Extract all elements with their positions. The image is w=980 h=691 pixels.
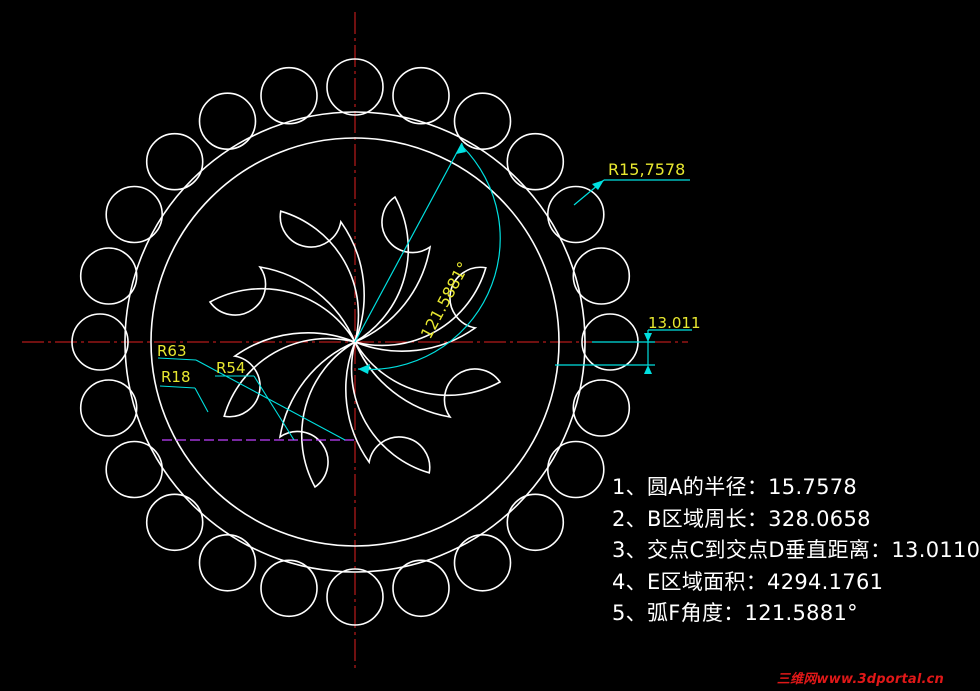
small-circle: [546, 185, 605, 244]
watermark: 三维网www.3dportal.cn: [776, 672, 944, 687]
small-circle: [572, 247, 631, 305]
small-circle: [572, 379, 631, 437]
small-circle: [453, 92, 512, 150]
vertical-distance-label: 13.011: [648, 314, 701, 332]
arc-angle-label: 121.5881°: [417, 258, 473, 341]
answer-item: 5、弧F角度：121.5881°: [612, 601, 858, 625]
small-circle: [71, 313, 129, 371]
r63-label: R63: [157, 342, 187, 360]
small-circle: [79, 247, 138, 305]
vertical-distance-dimension: [555, 329, 692, 374]
outer-ring-circle: [124, 111, 586, 573]
small-circle: [326, 568, 384, 626]
pinwheel-petal: [354, 195, 432, 343]
pinwheel-petal: [278, 341, 356, 489]
answer-item: 2、B区域周长：328.0658: [612, 506, 871, 531]
r18-label: R18: [161, 368, 191, 386]
circle-a-radius-leader: [573, 179, 690, 206]
small-circle: [546, 440, 605, 499]
answer-list: 1、圆A的半径：15.7578 2、B区域周长：328.0658 3、交点C到交…: [612, 472, 980, 630]
pinwheel-petal: [223, 332, 356, 418]
r54-label: R54: [216, 359, 246, 377]
arrow-head: [358, 364, 370, 374]
radius-leaders: [157, 357, 346, 441]
small-circle: [105, 440, 163, 499]
small-circle: [392, 559, 450, 618]
small-circle: [506, 132, 565, 191]
small-circle: [198, 533, 257, 592]
small-circle: [145, 132, 204, 191]
small-circle: [79, 379, 138, 437]
pinwheel-petals: [208, 195, 502, 489]
pinwheel-petal: [279, 210, 365, 343]
small-circle: [145, 493, 204, 552]
pinwheel-petal: [208, 265, 356, 343]
arrow-head: [456, 143, 466, 154]
small-circle: [105, 185, 163, 244]
small-circle-ring: [71, 58, 639, 626]
answer-item: 1、圆A的半径：15.7578: [612, 475, 858, 499]
small-circle: [453, 533, 512, 592]
small-circle: [506, 493, 565, 552]
inner-ring-circle: [150, 137, 560, 547]
small-circle: [260, 66, 318, 125]
small-circle: [260, 559, 318, 618]
cad-drawing: 121.5881° R15,7578 13.011 R63 R54 R18: [22, 12, 701, 672]
answer-item: 4、E区域面积：4294.1761: [612, 569, 884, 594]
pinwheel-petal: [345, 341, 431, 474]
pinwheel-petal: [354, 266, 487, 352]
small-circle: [392, 66, 450, 125]
answer-item: 3、交点C到交点D垂直距离：13.0110: [612, 538, 980, 562]
pinwheel-petal: [354, 341, 502, 419]
arc-angle-dimension: [354, 142, 501, 374]
circle-a-radius-label: R15,7578: [608, 160, 685, 179]
small-circle: [198, 92, 257, 150]
small-circle: [326, 58, 384, 116]
